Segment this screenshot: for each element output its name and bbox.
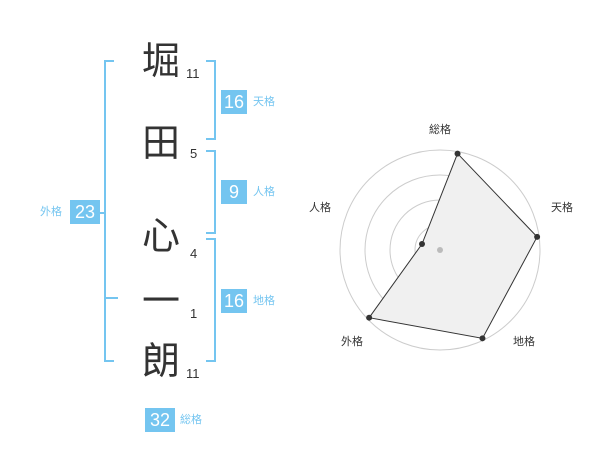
stroke-count-4: 1 xyxy=(190,306,198,321)
stroke-count-3: 4 xyxy=(190,246,198,261)
jinkaku-bracket xyxy=(206,150,216,234)
chikaku-bracket xyxy=(206,238,216,362)
radar-points xyxy=(366,150,541,342)
chikaku-label: 地格 xyxy=(253,294,275,307)
radar-point-5 xyxy=(419,241,425,247)
radar-axis-label-2: 天格 xyxy=(551,200,573,214)
stroke-count-5: 11 xyxy=(186,366,200,381)
radar-ring-1 xyxy=(414,224,466,276)
tenkaku-bracket xyxy=(206,60,216,140)
tenkaku-badge: 16 xyxy=(221,90,247,114)
radar-ring-3 xyxy=(364,174,516,326)
radar-ring-2 xyxy=(389,199,491,301)
jinkaku-label: 人格 xyxy=(253,185,275,198)
gaikaku-connector xyxy=(98,212,106,214)
gaikaku-bracket xyxy=(104,60,114,362)
gaikaku-badge: 23 xyxy=(70,200,100,224)
stroke-count-1: 11 xyxy=(186,66,200,81)
radar-center-dot xyxy=(437,247,443,253)
tenkaku-label: 天格 xyxy=(253,95,275,108)
radar-point-3 xyxy=(479,335,486,342)
radar-point-2 xyxy=(534,233,541,240)
name-char-4: 一 xyxy=(141,279,180,323)
radar-data-polygon xyxy=(368,152,538,339)
radar-axis-label-1: 総格 xyxy=(429,122,451,136)
jinkaku-badge: 9 xyxy=(221,180,247,204)
name-char-2: 田 xyxy=(141,121,180,165)
radar-point-1 xyxy=(454,150,461,157)
soukaku-label: 総格 xyxy=(180,413,202,426)
stroke-count-2: 5 xyxy=(190,146,198,161)
gaikaku-label: 外格 xyxy=(40,205,62,218)
radar-axis-label-4: 外格 xyxy=(341,334,363,348)
chikaku-badge: 16 xyxy=(221,289,247,313)
gaikaku-divider xyxy=(104,297,118,299)
radar-point-4 xyxy=(366,314,373,321)
radar-axis-label-3: 地格 xyxy=(513,334,535,348)
soukaku-badge: 32 xyxy=(145,408,175,432)
radar-rings xyxy=(339,149,541,351)
radar-ring-4 xyxy=(339,149,541,351)
radar-axis-label-5: 人格 xyxy=(309,200,331,214)
name-char-1: 堀 xyxy=(141,39,180,83)
name-char-3: 心 xyxy=(141,214,180,258)
name-char-5: 朗 xyxy=(141,339,180,383)
